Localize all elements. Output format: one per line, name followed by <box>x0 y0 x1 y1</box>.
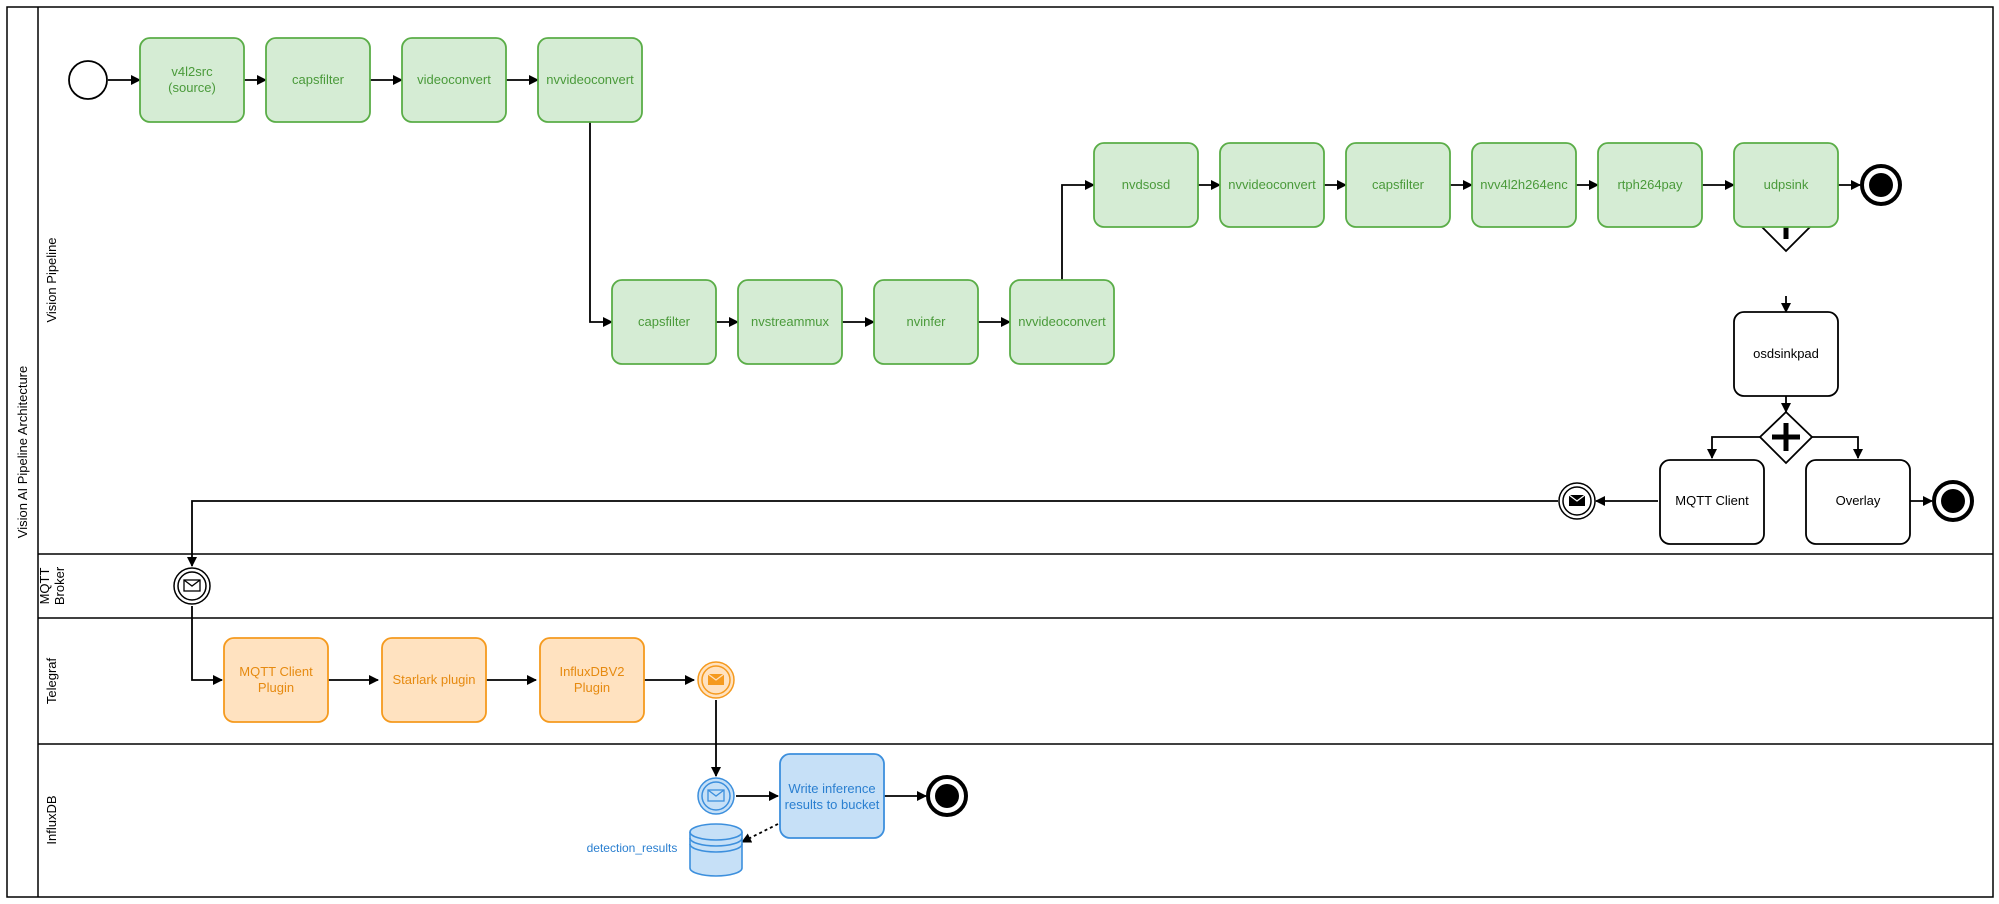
task-v4l2src: v4l2src (source) <box>139 37 245 123</box>
lane-label-vision-pipeline: Vision Pipeline <box>44 237 59 322</box>
task-label: nvvideoconvert <box>1018 314 1106 329</box>
message-catch-event-mqtt-broker <box>173 567 211 605</box>
task-label: capsfilter <box>292 72 345 87</box>
task-nvdsosd: nvdsosd <box>1093 142 1199 228</box>
task-label: capsfilter <box>638 314 691 329</box>
task-overlay: Overlay <box>1805 459 1911 545</box>
task-write-inference-results: Write inference results to bucket <box>779 753 885 839</box>
task-mqtt-client-plugin: MQTT Client Plugin <box>223 637 329 723</box>
task-label: nvvideoconvert <box>546 72 634 87</box>
plus-icon <box>1772 423 1800 451</box>
end-event-influxdb-inner <box>935 784 959 808</box>
task-label: Overlay <box>1836 493 1881 508</box>
task-videoconvert: videoconvert <box>401 37 507 123</box>
message-throw-event-telegraf <box>697 661 735 699</box>
task-label: Starlark plugin <box>392 672 475 687</box>
task-capsfilter-2: capsfilter <box>611 279 717 365</box>
pool-title: Vision AI Pipeline Architecture <box>15 366 30 538</box>
lane-dividers <box>38 553 1993 745</box>
start-event <box>68 60 108 100</box>
lane-label-telegraf: Telegraf <box>44 657 59 704</box>
task-label: rtph264pay <box>1617 177 1683 192</box>
lane-label-mqtt-line1: MQTT <box>37 568 52 605</box>
end-event-udpsink-inner <box>1869 173 1893 197</box>
task-label: Plugin <box>258 680 294 695</box>
lane-label-mqtt-line2: Broker <box>52 566 67 605</box>
task-label: nvstreammux <box>751 314 830 329</box>
datastore-label: detection_results <box>587 841 678 855</box>
task-label: udpsink <box>1764 177 1809 192</box>
lane-label-influxdb: InfluxDB <box>44 795 59 844</box>
task-nvinfer: nvinfer <box>873 279 979 365</box>
task-label: Write inference <box>788 781 875 796</box>
datastore-detection-results <box>689 823 743 877</box>
task-osdsinkpad: osdsinkpad <box>1733 311 1839 397</box>
task-udpsink: udpsink <box>1733 142 1839 228</box>
task-nvvideoconvert-3: nvvideoconvert <box>1219 142 1325 228</box>
task-label: nvv4l2h264enc <box>1480 177 1568 192</box>
task-label: nvvideoconvert <box>1228 177 1316 192</box>
task-label: MQTT Client <box>1675 493 1749 508</box>
sequence-flows <box>108 75 1933 843</box>
task-label: Plugin <box>574 680 610 695</box>
task-rtph264pay: rtph264pay <box>1597 142 1703 228</box>
task-label: nvinfer <box>906 314 946 329</box>
task-nvv4l2h264enc: nvv4l2h264enc <box>1471 142 1577 228</box>
task-label: v4l2src <box>171 64 213 79</box>
task-label: capsfilter <box>1372 177 1425 192</box>
task-label: MQTT Client <box>239 664 313 679</box>
task-nvvideoconvert-1: nvvideoconvert <box>537 37 643 123</box>
task-label: osdsinkpad <box>1753 346 1819 361</box>
task-nvstreammux: nvstreammux <box>737 279 843 365</box>
task-label: (source) <box>168 80 216 95</box>
task-label: nvdsosd <box>1122 177 1170 192</box>
pool: Vision AI Pipeline Architecture <box>6 6 1994 898</box>
task-label: videoconvert <box>417 72 491 87</box>
task-nvvideoconvert-2: nvvideoconvert <box>1009 279 1115 365</box>
message-catch-event-influxdb <box>697 777 735 815</box>
task-influxdbv2-plugin: InfluxDBV2 Plugin <box>539 637 645 723</box>
task-mqtt-client: MQTT Client <box>1659 459 1765 545</box>
task-label: results to bucket <box>785 797 880 812</box>
task-capsfilter-3: capsfilter <box>1345 142 1451 228</box>
parallel-gateway-2 <box>1758 410 1814 465</box>
task-capsfilter-1: capsfilter <box>265 37 371 123</box>
end-event-overlay-inner <box>1941 489 1965 513</box>
task-starlark-plugin: Starlark plugin <box>381 637 487 723</box>
task-label: InfluxDBV2 <box>559 664 624 679</box>
message-throw-event-vision <box>1558 482 1596 520</box>
